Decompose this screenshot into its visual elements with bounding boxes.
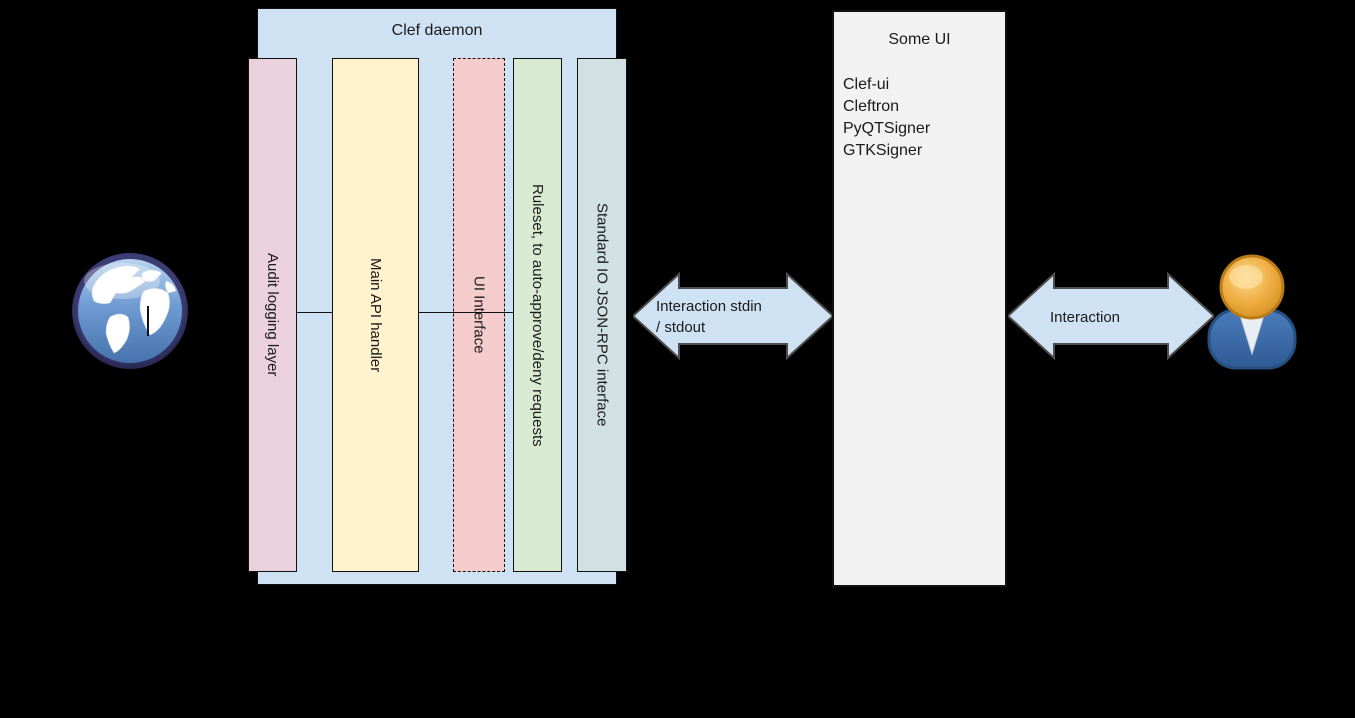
connector-audit-to-api xyxy=(297,312,332,313)
arrow-stdin-stdout-label: Interaction stdin / stdout xyxy=(656,296,806,338)
layer-main-api-handler-label: Main API handler xyxy=(367,257,384,373)
connector-api-to-ruleset xyxy=(419,312,513,313)
layer-ruleset: Ruleset, to auto-approve/deny requests xyxy=(513,58,562,572)
some-ui-list: Clef-ui Cleftron PyQTSigner GTKSigner xyxy=(843,74,930,162)
arrow-stdin-stdout-label-line1: Interaction stdin xyxy=(656,298,762,315)
globe-icon-svg xyxy=(72,253,188,369)
some-ui-title: Some UI xyxy=(888,31,951,48)
layer-audit-logging: Audit logging layer xyxy=(248,58,297,572)
some-ui-list-item: Cleftron xyxy=(843,98,900,115)
user-icon xyxy=(1206,250,1298,370)
layer-ui-interface-label: UI Interface xyxy=(470,276,488,354)
arrow-stdin-stdout-label-line2: / stdout xyxy=(656,319,706,336)
globe-connector-tick xyxy=(147,306,149,336)
layer-stdio-jsonrpc-label: Standard IO JSON-RPC interface xyxy=(593,203,611,427)
layer-audit-logging-label: Audit logging layer xyxy=(264,253,281,377)
user-icon-svg xyxy=(1207,254,1297,370)
layer-main-api-handler: Main API handler xyxy=(332,58,419,572)
layer-ui-interface: UI Interface xyxy=(453,58,505,572)
some-ui-list-item: Clef-ui xyxy=(843,76,890,93)
layer-ruleset-label: Ruleset, to auto-approve/deny requests xyxy=(529,183,546,447)
clef-daemon-box: Clef daemon xyxy=(257,8,617,585)
globe-icon xyxy=(70,251,190,371)
arrow-interaction-label: Interaction xyxy=(1049,309,1121,326)
some-ui-list-item: PyQTSigner xyxy=(843,120,931,137)
clef-daemon-title: Clef daemon xyxy=(391,22,483,39)
some-ui-list-item: GTKSigner xyxy=(843,142,923,159)
some-ui-box: Some UI Clef-ui Cleftron PyQTSigner GTKS… xyxy=(832,10,1007,587)
layer-stdio-jsonrpc: Standard IO JSON-RPC interface xyxy=(577,58,627,572)
